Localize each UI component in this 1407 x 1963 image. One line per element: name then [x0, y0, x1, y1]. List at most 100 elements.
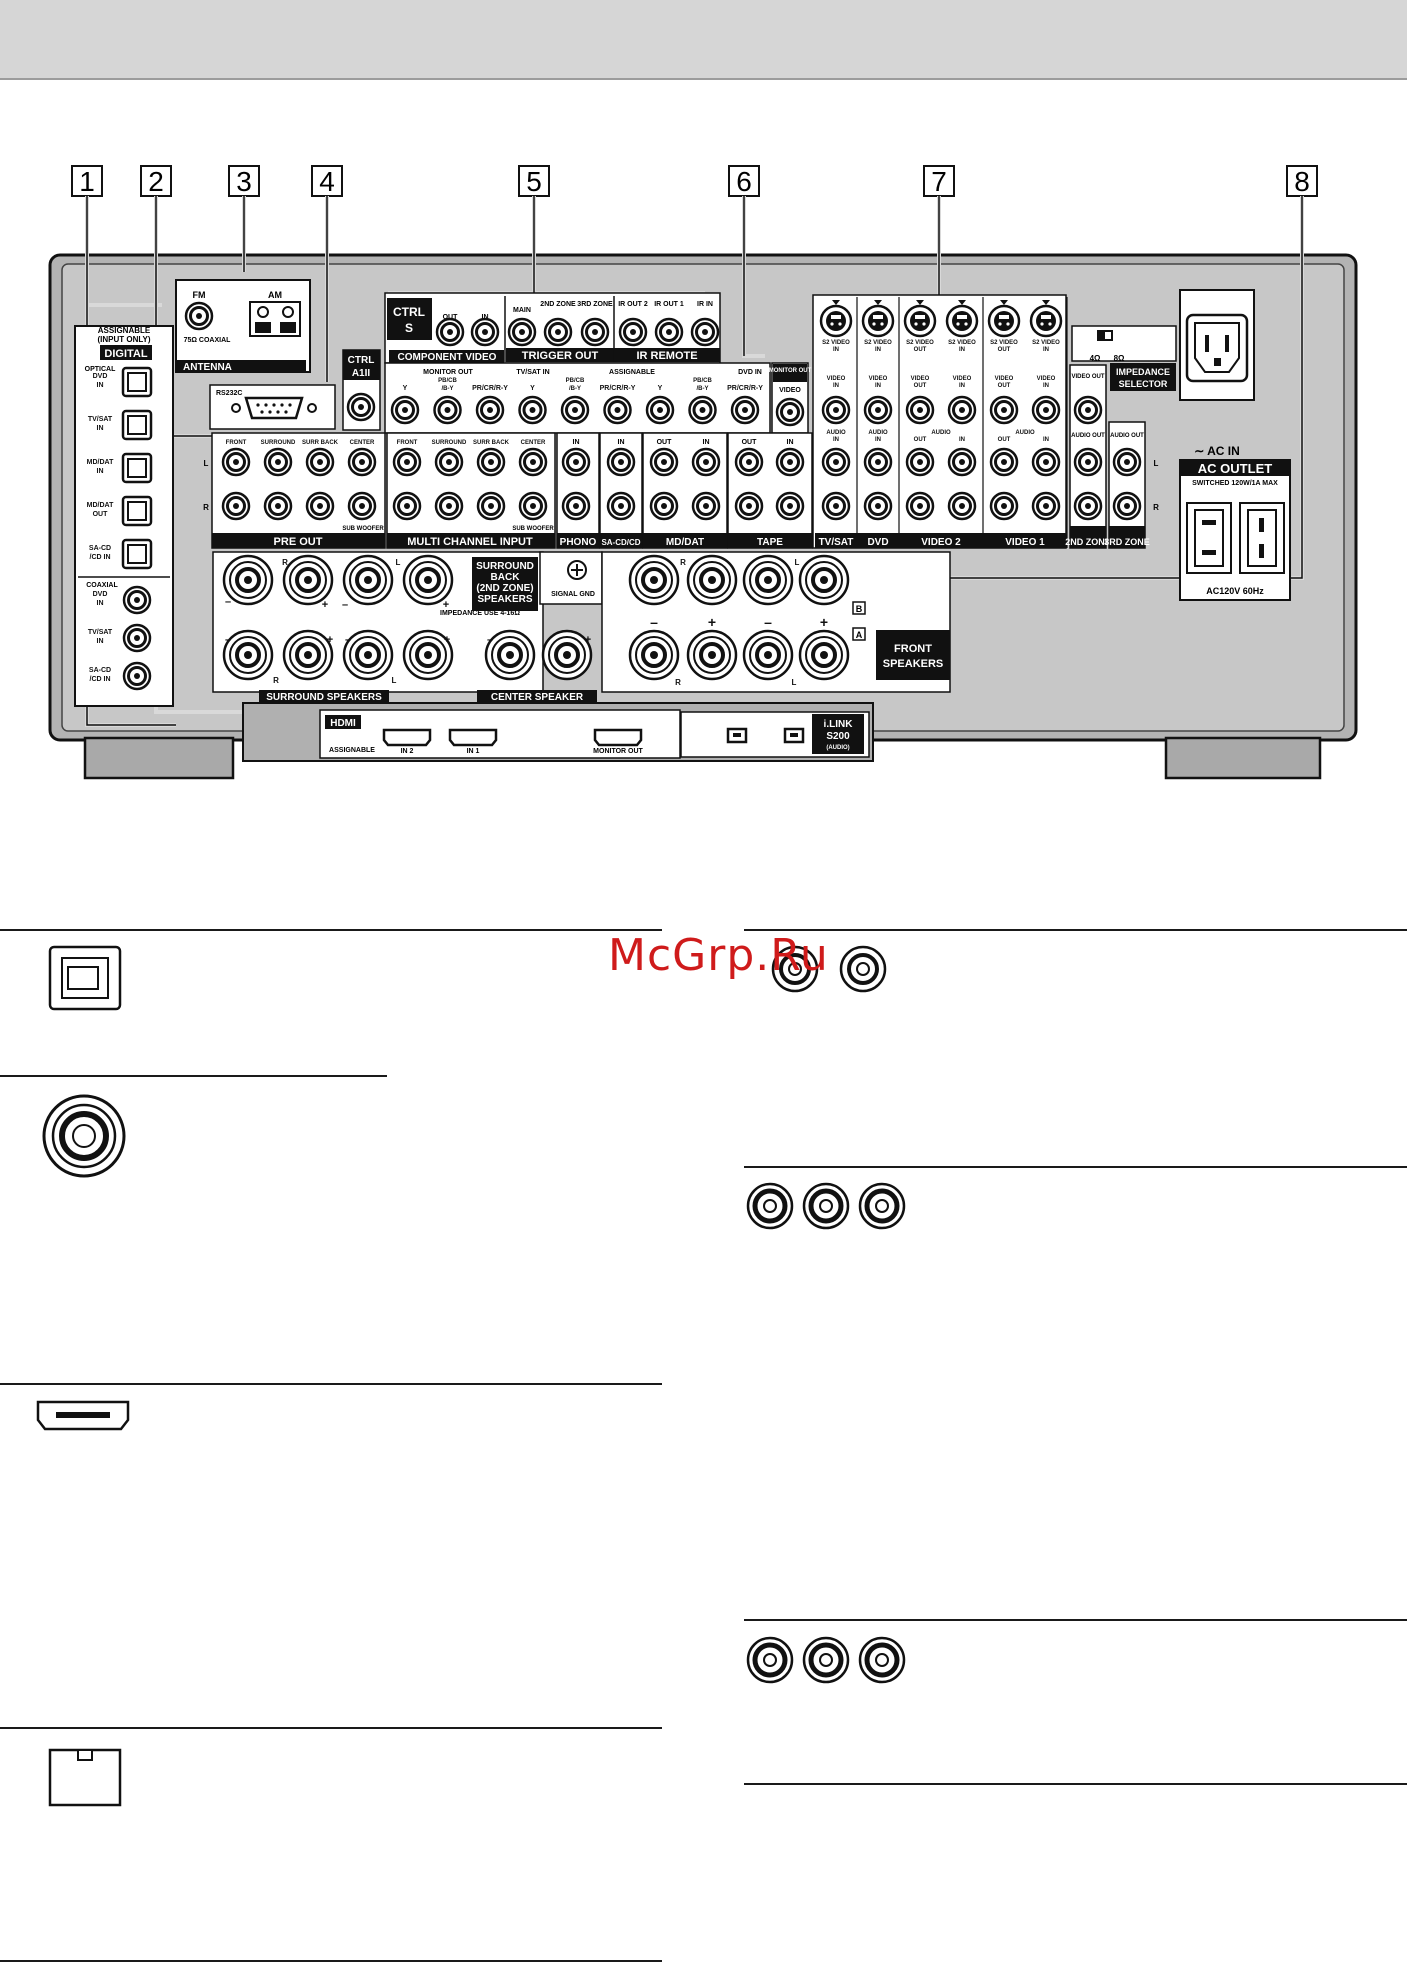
rs232c-section: RS232C — [209, 384, 336, 430]
svg-text:8Ω: 8Ω — [1114, 354, 1125, 363]
optical-port-label: /CD IN — [90, 554, 111, 561]
audio-label: IN — [833, 437, 839, 443]
component-jack — [433, 395, 462, 425]
svg-text:VIDEO: VIDEO — [779, 387, 801, 394]
pre-out-jack — [263, 491, 293, 521]
av-group-title: VIDEO 2 — [921, 537, 961, 548]
svg-text:IN: IN — [787, 439, 794, 446]
optical-port-label: DVD — [93, 373, 108, 380]
audio-label: AUDIO — [868, 430, 888, 436]
speaker-post — [686, 629, 738, 681]
component-jack — [688, 395, 717, 425]
svg-text:IR OUT 2: IR OUT 2 — [618, 301, 648, 308]
polarity-label: – — [650, 614, 658, 630]
svg-text:ANTENNA: ANTENNA — [183, 362, 232, 373]
component-jack-label: PR/CR/R-Y — [600, 385, 636, 392]
callout-7: 7 — [923, 165, 955, 197]
component-jack — [603, 395, 632, 425]
speaker-post — [628, 554, 680, 606]
pre-out-jack — [347, 491, 377, 521]
s-video-jack — [945, 304, 979, 338]
svg-text:IR OUT 1: IR OUT 1 — [654, 301, 684, 308]
impedance-selector: 4Ω 8Ω IMPEDANCE SELECTOR — [1071, 325, 1177, 391]
svg-text:(AUDIO): (AUDIO) — [826, 745, 849, 751]
speaker-post — [686, 554, 738, 606]
svg-text:2ND ZONE: 2ND ZONE — [540, 301, 576, 308]
component-jack — [518, 395, 547, 425]
svg-text:2: 2 — [148, 166, 164, 197]
multi-channel-jack — [392, 491, 422, 521]
pre-out-col-label: FRONT — [226, 440, 247, 446]
speaker-post — [742, 629, 794, 681]
audio-jack — [863, 447, 893, 477]
multi-channel-jack — [518, 491, 548, 521]
polarity-label: R — [282, 558, 288, 567]
s-video-label: S2 VIDEO — [864, 340, 892, 346]
svg-text:A: A — [856, 630, 863, 640]
multi-channel-col-label: FRONT — [397, 440, 418, 446]
pre-out-jack — [347, 447, 377, 477]
speaker-post — [742, 554, 794, 606]
audio-label: IN — [959, 437, 965, 443]
callout-6: 6 — [728, 165, 760, 197]
callout-8: 8 — [1286, 165, 1318, 197]
svg-text:CTRL: CTRL — [348, 355, 375, 366]
audio-jack — [821, 447, 851, 477]
s-video-label: S2 VIDEO — [906, 340, 934, 346]
svg-text:S: S — [405, 321, 413, 335]
svg-text:COAXIAL: COAXIAL — [86, 582, 118, 589]
svg-text:SA-CD/CD: SA-CD/CD — [601, 538, 640, 547]
component-jack-label: PR/CR/R-Y — [472, 385, 508, 392]
speaker-post — [402, 554, 454, 606]
legend-rule-7 — [0, 1727, 662, 1729]
ilink-section: i.LINK S200 (AUDIO) — [680, 711, 870, 758]
legend-rule-8 — [744, 1783, 1407, 1785]
speaker-post — [282, 629, 334, 681]
svg-text:IMPEDANCE USE 4-16Ω: IMPEDANCE USE 4-16Ω — [440, 610, 520, 617]
s-video-label: S2 VIDEO — [822, 340, 850, 346]
svg-text:SUB WOOFER: SUB WOOFER — [512, 526, 554, 532]
video-label: IN — [875, 383, 881, 389]
legend-rule-9 — [0, 1960, 662, 1962]
trigger-out-section: MAIN 2ND ZONE 3RD ZONE TRIGGER OUT — [504, 296, 614, 362]
svg-text:MONITOR OUT: MONITOR OUT — [423, 369, 473, 376]
audio-jack — [947, 491, 977, 521]
svg-text:TRIGGER OUT: TRIGGER OUT — [522, 350, 599, 362]
video-label: VIDEO — [911, 376, 930, 382]
s-video-jack — [987, 304, 1021, 338]
multi-channel-jack — [434, 491, 464, 521]
multi-channel-jack — [434, 447, 464, 477]
component-jack-label: /B-Y — [569, 386, 581, 392]
svg-text:DIGITAL: DIGITAL — [104, 348, 147, 360]
svg-text:(2ND ZONE): (2ND ZONE) — [476, 583, 533, 594]
optical-port-label: TV/SAT — [88, 416, 113, 423]
svg-text:MD/DAT: MD/DAT — [666, 537, 704, 548]
svg-text:SPEAKERS: SPEAKERS — [883, 658, 944, 670]
antenna-section: FM 75Ω COAXIAL AM ANTENNA — [175, 279, 311, 373]
svg-text:MAIN: MAIN — [513, 307, 531, 314]
zone3-section: AUDIO OUT 3RD ZONE L R — [1104, 421, 1159, 549]
svg-text:IN: IN — [482, 314, 489, 321]
svg-text:75Ω COAXIAL: 75Ω COAXIAL — [184, 337, 232, 344]
pre-out-col-label: CENTER — [350, 440, 375, 446]
legend-rule-3 — [0, 1075, 387, 1077]
polarity-label: + — [322, 599, 328, 611]
coaxial-port — [122, 585, 152, 615]
sacd-section: IN SA-CD/CD — [599, 432, 643, 549]
svg-text:OUT: OUT — [443, 314, 459, 321]
audio-jack — [821, 491, 851, 521]
svg-text:2ND ZONE: 2ND ZONE — [1065, 537, 1111, 547]
speaker-post — [628, 629, 680, 681]
component-jack-label: PB/CB — [693, 378, 712, 384]
pre-out-jack — [263, 447, 293, 477]
speaker-post — [798, 629, 850, 681]
ac-outlet-section: AC OUTLET SWITCHED 120W/1A MAX AC120V 60… — [1179, 459, 1291, 601]
polarity-label: + — [327, 634, 333, 646]
svg-text:1: 1 — [79, 166, 95, 197]
coaxial-port-label: DVD — [93, 591, 108, 598]
s-video-label: IN — [833, 347, 839, 353]
video-label: OUT — [998, 383, 1011, 389]
svg-text:OUT: OUT — [657, 439, 673, 446]
coaxial-port — [122, 661, 152, 691]
